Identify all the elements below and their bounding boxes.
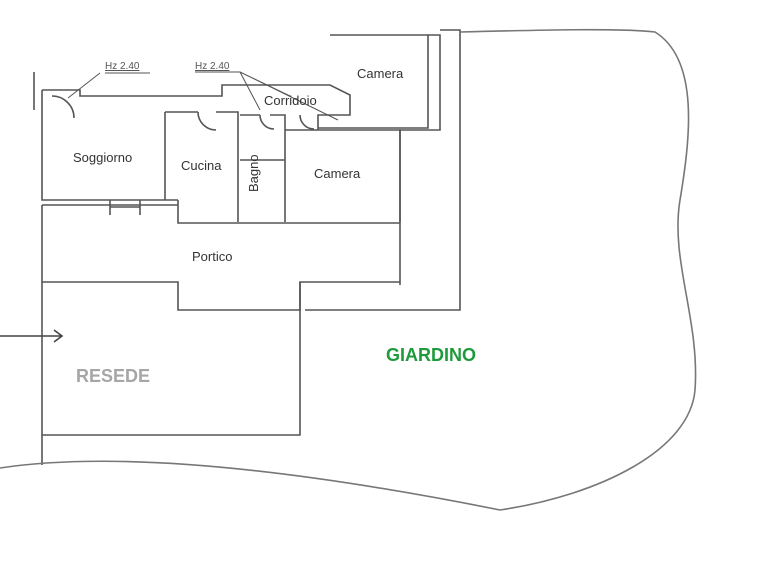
garden-lower-boundary bbox=[0, 460, 501, 511]
room-cucina: Cucina bbox=[181, 158, 222, 173]
room-camera-top: Camera bbox=[357, 66, 404, 81]
height-label: Hz 2.40 bbox=[195, 61, 230, 72]
building-walls bbox=[33, 29, 461, 465]
room-soggiorno: Soggiorno bbox=[73, 150, 133, 165]
entrance-arrow bbox=[0, 329, 64, 343]
area-giardino: GIARDINO bbox=[386, 345, 476, 365]
room-bagno: Bagno bbox=[246, 154, 261, 192]
garden-boundary bbox=[459, 28, 697, 511]
height-leaders bbox=[67, 71, 339, 121]
area-resede: RESEDE bbox=[76, 366, 151, 386]
room-corridoio: Corridoio bbox=[264, 93, 317, 108]
height-label: Hz 2.40 bbox=[105, 61, 140, 72]
room-camera: Camera bbox=[314, 166, 361, 181]
room-portico: Portico bbox=[192, 249, 233, 264]
